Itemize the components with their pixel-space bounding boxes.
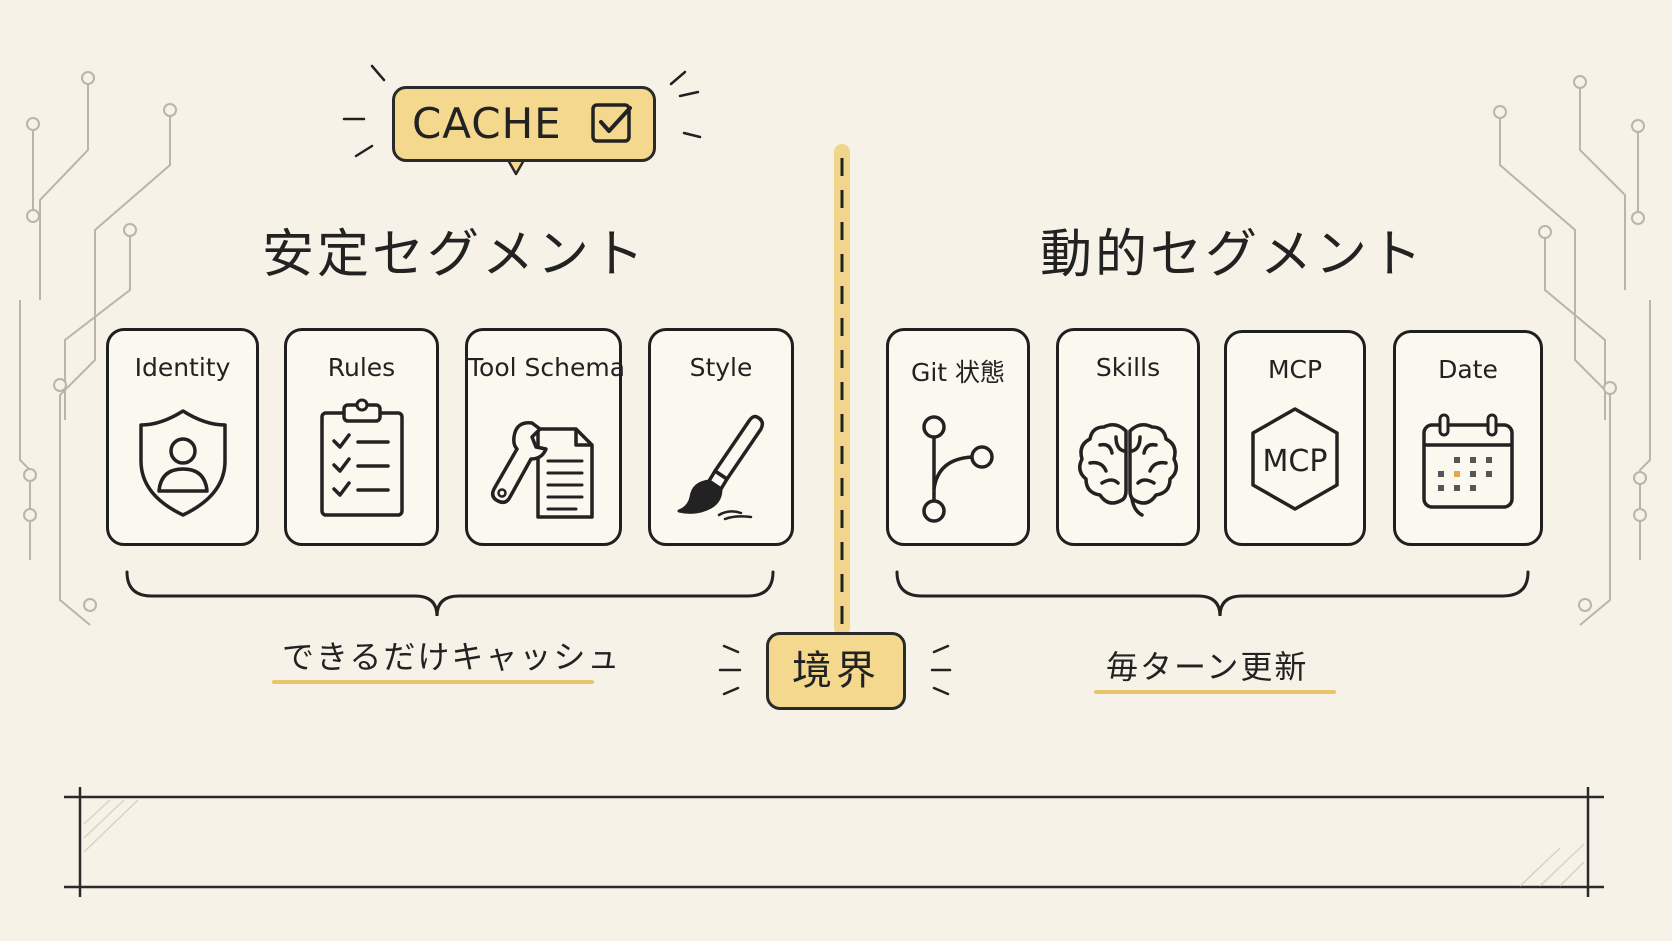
card-label: Skills — [1095, 353, 1161, 382]
card-label: Date — [1438, 355, 1498, 384]
card-label: MCP — [1267, 355, 1323, 384]
card-skills: Skills — [1056, 328, 1200, 546]
dynamic-brace — [895, 570, 1530, 617]
dynamic-segment-note: 毎ターン更新 — [1106, 648, 1309, 686]
card-label: Git 状態 — [910, 358, 1006, 387]
dynamic-note-underline — [1094, 690, 1336, 694]
stable-segment-note: できるだけキャッシュ — [282, 638, 622, 676]
card-date: Date — [1393, 330, 1543, 546]
circuit-nodes-right — [1493, 75, 1647, 612]
wrench-document-icon — [490, 421, 594, 519]
checkbox-checked-icon — [591, 103, 633, 143]
circuit-nodes-left — [23, 71, 177, 612]
card-mcp: MCP MCP — [1224, 330, 1366, 546]
brain-icon — [1078, 423, 1178, 517]
cache-sparkles — [342, 64, 702, 158]
card-rules: Rules — [284, 328, 439, 546]
calendar-icon — [1422, 413, 1514, 509]
card-identity: Identity — [106, 328, 259, 546]
stable-segment-title: 安定セグメント — [262, 225, 648, 285]
boundary-badge: 境界 — [766, 632, 906, 710]
card-style: Style — [648, 328, 794, 546]
cache-badge: CACHE — [392, 86, 656, 162]
dynamic-segment-title: 動的セグメント — [1040, 225, 1426, 285]
paintbrush-icon — [677, 414, 765, 521]
card-label: Tool Schema — [468, 353, 626, 382]
stable-brace — [125, 570, 775, 617]
clipboard-checklist-icon — [319, 398, 404, 517]
cache-badge-tail — [506, 159, 526, 176]
card-label: Style — [689, 353, 753, 382]
shield-user-icon — [138, 409, 227, 517]
git-branch-icon — [922, 415, 994, 523]
card-git-state: Git 状態 — [886, 328, 1030, 546]
cache-label: CACHE — [411, 99, 562, 148]
mcp-icon-text: MCP — [1263, 444, 1328, 479]
card-label: Identity — [134, 353, 231, 382]
bottom-frame-hatching — [83, 799, 1585, 887]
mcp-hexagon-icon: MCP — [1251, 407, 1339, 511]
circuit-traces-right — [1499, 80, 1651, 626]
card-tool-schema: Tool Schema — [465, 328, 626, 546]
circuit-traces-left — [19, 80, 171, 626]
stable-note-underline — [272, 680, 594, 684]
bottom-frame — [64, 787, 1604, 897]
card-label: Rules — [327, 353, 396, 382]
boundary-label: 境界 — [792, 648, 880, 694]
boundary-sparkles — [718, 644, 952, 696]
